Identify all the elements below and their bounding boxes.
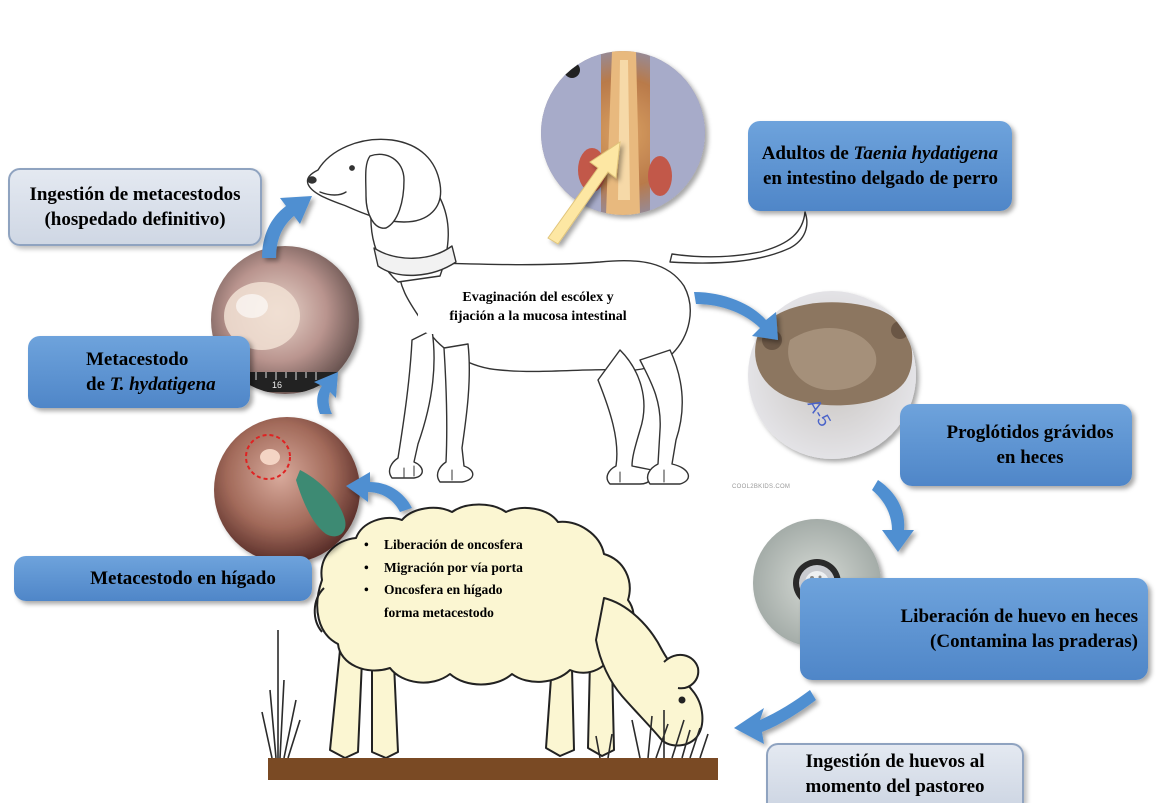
egg-ingestion-line1: Ingestión de huevos al	[768, 749, 1022, 774]
egg-release-line2: (Contamina las praderas)	[800, 629, 1138, 654]
proglottids-box: Proglótidos grávidos en heces	[900, 404, 1132, 486]
sheep-list: Liberación de oncosfera Migración por ví…	[362, 534, 592, 625]
sheep-list-item: Liberación de oncosfera	[362, 534, 592, 557]
proglottids-line1: Proglótidos grávidos	[928, 420, 1132, 445]
adults-box: Adultos de Taenia hydatigena en intestin…	[748, 121, 1012, 211]
dog-label: Evaginación del escólex y fijación a la …	[418, 282, 658, 334]
egg-ingestion-box: Ingestión de huevos al momento del pasto…	[766, 743, 1024, 803]
metacestode-line1: Metacestodo	[86, 347, 250, 372]
image-credit: COOL2BKIDS.COM	[732, 484, 790, 490]
dog-label-line1: Evaginación del escólex y	[418, 289, 658, 308]
ingestion-metacestodes-box: Ingestión de metacestodos (hospedado def…	[8, 168, 262, 246]
metacestode-line2: de T. hydatigena	[86, 372, 250, 397]
adults-line2: en intestino delgado de perro	[756, 166, 998, 191]
dog-label-line2: fijación a la mucosa intestinal	[418, 308, 658, 327]
proglottids-line2: en heces	[928, 445, 1132, 470]
egg-ingestion-line2: momento del pastoreo	[768, 774, 1022, 799]
metacestode-box: Metacestodo de T. hydatigena	[28, 336, 250, 408]
metacestode-liver-box: Metacestodo en hígado	[14, 556, 312, 601]
ingestion-metacestodes-line2: (hospedado definitivo)	[10, 207, 260, 232]
ingestion-metacestodes-line1: Ingestión de metacestodos	[10, 182, 260, 207]
egg-release-line1: Liberación de huevo en heces	[800, 604, 1138, 629]
metacestode-liver-line1: Metacestodo en hígado	[54, 566, 312, 591]
sheep-list-item: Migración por vía porta	[362, 557, 592, 580]
photo-intestine	[541, 51, 710, 215]
egg-release-box: Liberación de huevo en heces (Contamina …	[800, 578, 1148, 680]
adults-line1: Adultos de Taenia hydatigena	[756, 141, 998, 166]
photo-liver	[214, 417, 360, 563]
